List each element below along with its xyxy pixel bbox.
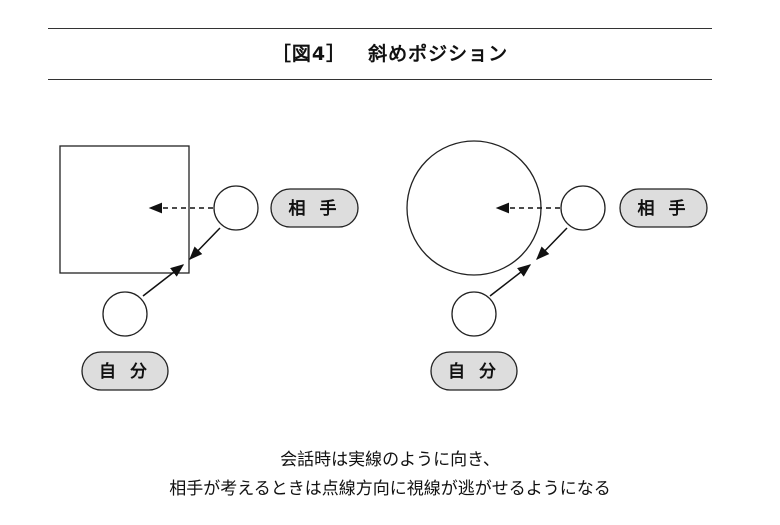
partner-label: 相 手 bbox=[638, 198, 690, 219]
figure-heading: 斜めポジション bbox=[368, 43, 509, 65]
caption-line-2: 相手が考えるときは点線方向に視線が逃がせるようになる bbox=[169, 479, 611, 499]
self-circle bbox=[451, 291, 497, 337]
top-rule bbox=[48, 28, 712, 29]
partner-circle bbox=[560, 185, 606, 231]
right-diagram: 相 手 自 分 bbox=[406, 140, 708, 391]
self-label: 自 分 bbox=[448, 361, 500, 382]
partner-to-self-arrow bbox=[189, 227, 221, 260]
self-label: 自 分 bbox=[99, 361, 151, 382]
partner-pill bbox=[270, 188, 359, 228]
figure-label: ［図4］ bbox=[271, 43, 347, 65]
partner-label: 相 手 bbox=[289, 198, 341, 219]
partner-to-self-arrow bbox=[536, 227, 568, 260]
figure-title: ［図4］ 斜めポジション bbox=[0, 39, 780, 66]
self-circle bbox=[102, 291, 148, 337]
bottom-rule bbox=[48, 79, 712, 80]
self-to-partner-arrow bbox=[489, 264, 532, 297]
self-pill bbox=[81, 351, 169, 391]
partner-circle bbox=[213, 185, 259, 231]
caption-line-1: 会話時は実線のように向き、 bbox=[280, 450, 500, 470]
self-pill bbox=[430, 351, 518, 391]
square-table bbox=[59, 145, 190, 274]
left-diagram: 相 手 自 分 bbox=[59, 145, 359, 391]
partner-pill bbox=[619, 188, 708, 228]
self-to-partner-arrow bbox=[142, 264, 185, 297]
